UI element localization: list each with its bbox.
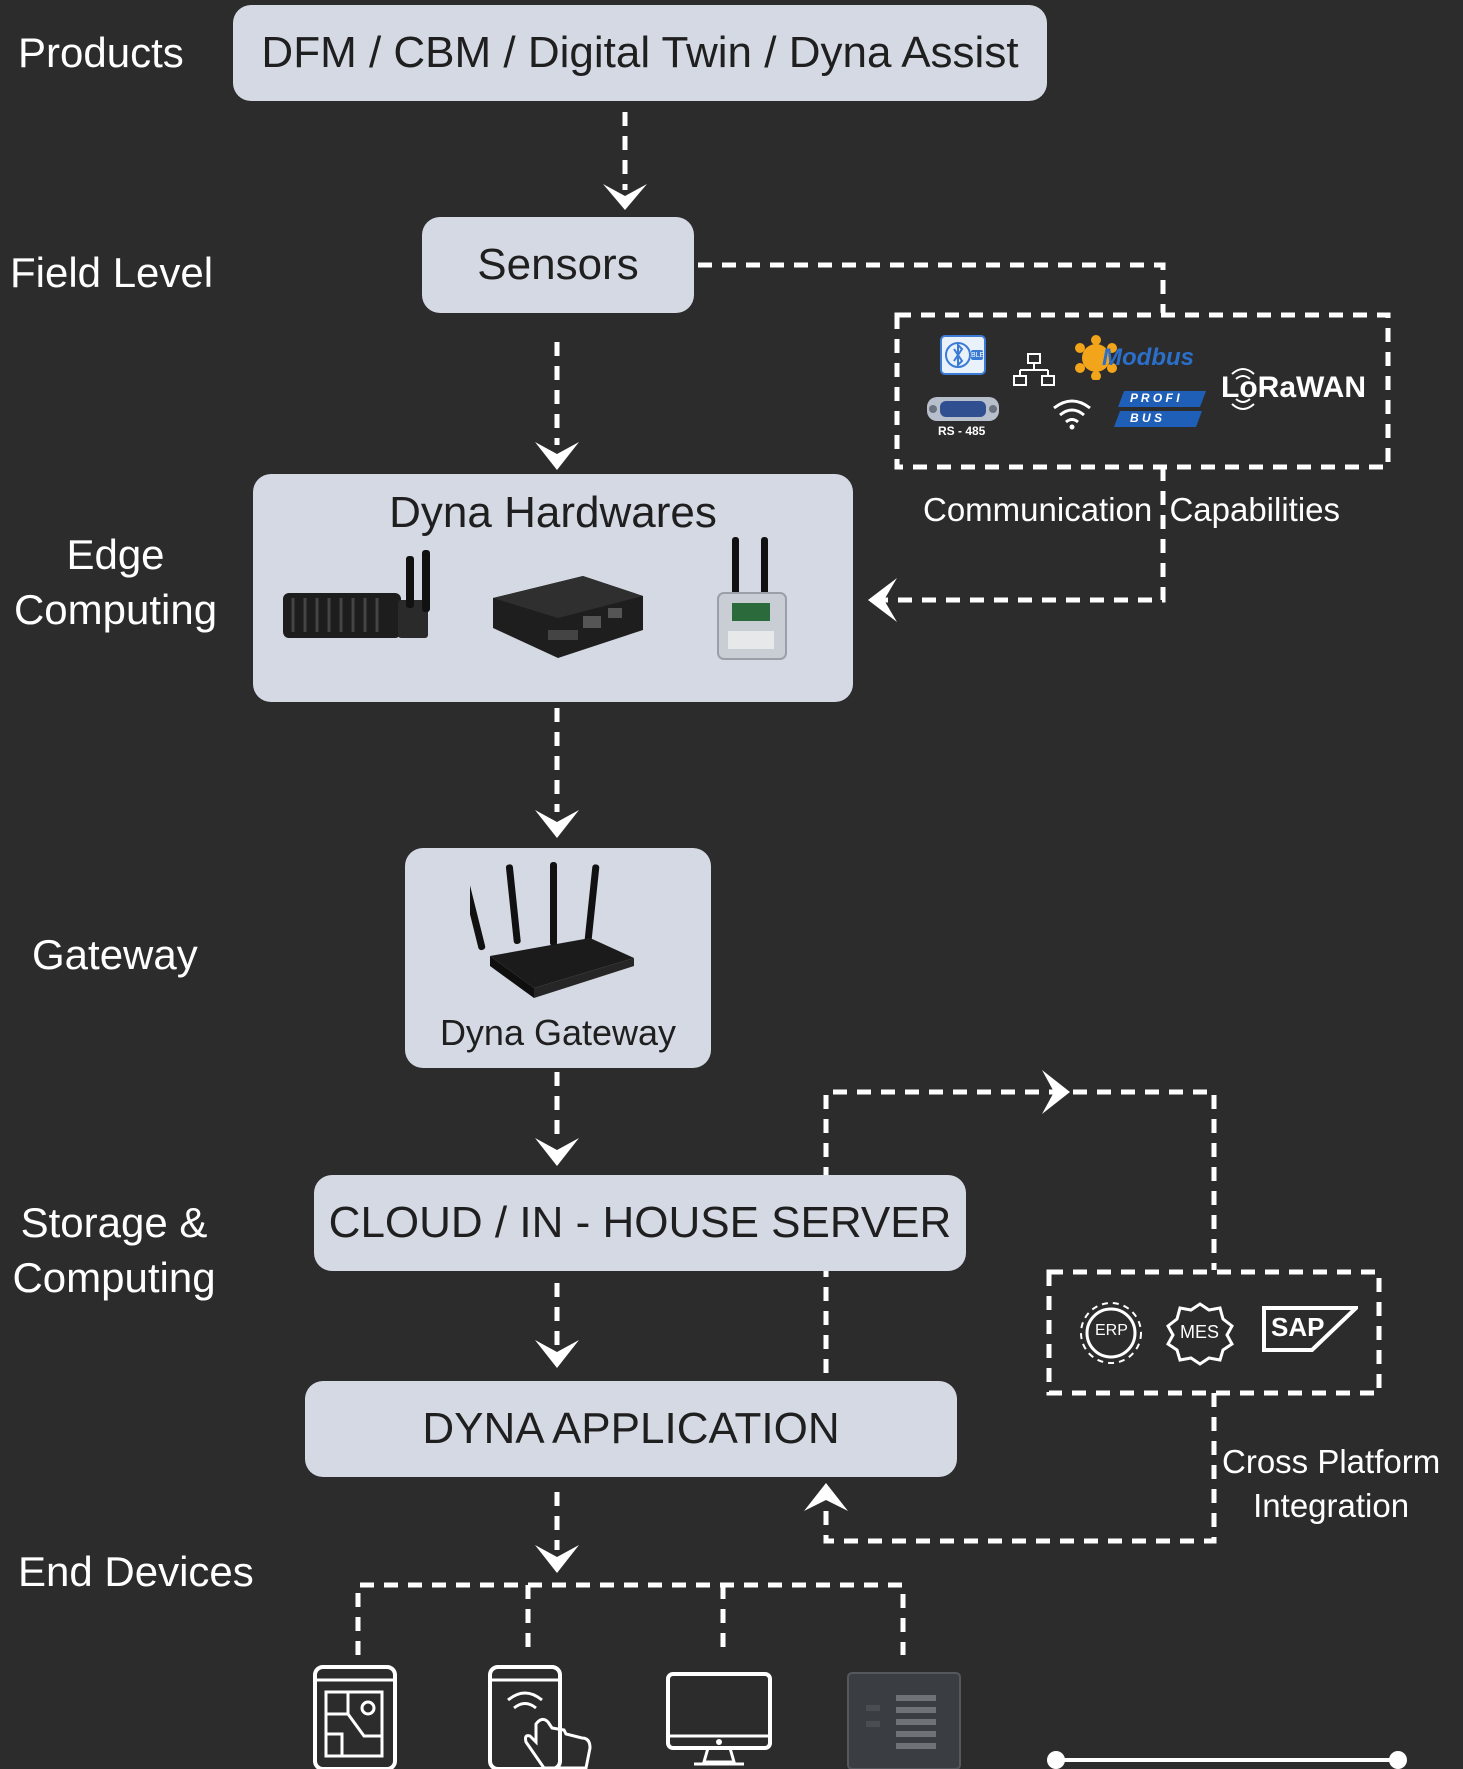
desktop-monitor-icon: [666, 1672, 772, 1766]
communication-capabilities-caption: Communication Capabilities: [923, 491, 1340, 529]
cloud-server-box: CLOUD / IN - HOUSE SERVER: [314, 1175, 966, 1271]
erp-gear-icon: [1080, 1302, 1142, 1364]
communication-caption-part1: Communication: [923, 491, 1153, 528]
cross-platform-caption-line2: Integration: [1253, 1486, 1410, 1524]
level-label-products: Products: [18, 29, 184, 76]
products-box-label: DFM / CBM / Digital Twin / Dyna Assist: [261, 28, 1019, 77]
control-panel-icon: [847, 1672, 961, 1769]
products-box: DFM / CBM / Digital Twin / Dyna Assist: [233, 5, 1047, 101]
level-label-end-devices: End Devices: [18, 1548, 254, 1595]
sap-logo-icon: [1262, 1306, 1358, 1352]
level-label-edge: Edge Computing: [8, 528, 223, 637]
lorawan-signal-icon: [1231, 368, 1255, 410]
router-icon: [470, 862, 634, 998]
level-label-storage: Storage & Computing: [4, 1196, 224, 1305]
mes-label: MES: [1180, 1322, 1220, 1342]
edge-device-2-icon: [493, 576, 643, 658]
level-label-field: Field Level: [10, 249, 214, 296]
edge-device-3-icon: [717, 537, 787, 660]
wifi-icon: [1053, 399, 1091, 430]
mobile-touch-icon: [488, 1665, 592, 1769]
profibus-bus-label: B U S: [1130, 411, 1163, 425]
bluetooth-icon: [940, 335, 986, 375]
application-box-label: DYNA APPLICATION: [422, 1404, 840, 1453]
tablet-map-icon: [313, 1665, 397, 1769]
rs485-label: RS - 485: [938, 424, 986, 438]
profibus-logo-icon: [1114, 391, 1206, 427]
cross-platform-caption-line1: Cross Platform: [1222, 1443, 1441, 1480]
level-label-edge-line1: Edge: [66, 531, 165, 578]
level-label-storage-line1: Storage &: [20, 1199, 208, 1246]
level-label-gateway: Gateway: [32, 931, 198, 978]
sap-label: SAP: [1271, 1312, 1325, 1342]
modbus-label: Modbus: [1102, 344, 1194, 371]
profibus-profi-label: P R O F I: [1130, 391, 1180, 405]
modbus-logo-icon: [1075, 335, 1117, 380]
cloud-server-box-label: CLOUD / IN - HOUSE SERVER: [328, 1198, 952, 1247]
lorawan-label: LoRaWAN: [1221, 371, 1366, 404]
bluetooth-badge-label: BLE: [971, 352, 985, 359]
gateway-box-label: Dyna Gateway: [439, 1012, 677, 1053]
ethernet-network-icon: [1013, 353, 1055, 386]
application-box: DYNA APPLICATION: [305, 1381, 957, 1477]
cross-platform-caption: Cross Platform Integration: [1222, 1440, 1440, 1527]
sensors-box: Sensors: [422, 217, 694, 313]
level-label-edge-line2: Computing: [13, 585, 218, 633]
level-label-storage-line2: Computing: [12, 1253, 216, 1301]
rs485-connector-icon: [927, 397, 999, 421]
hardwares-box-label: Dyna Hardwares: [389, 488, 717, 537]
edge-device-1-icon: [283, 550, 430, 638]
communication-caption-part2: Capabilities: [1169, 491, 1341, 528]
erp-label: ERP: [1095, 1322, 1128, 1339]
mes-gear-icon: [1166, 1302, 1234, 1366]
sensors-box-label: Sensors: [477, 240, 639, 289]
